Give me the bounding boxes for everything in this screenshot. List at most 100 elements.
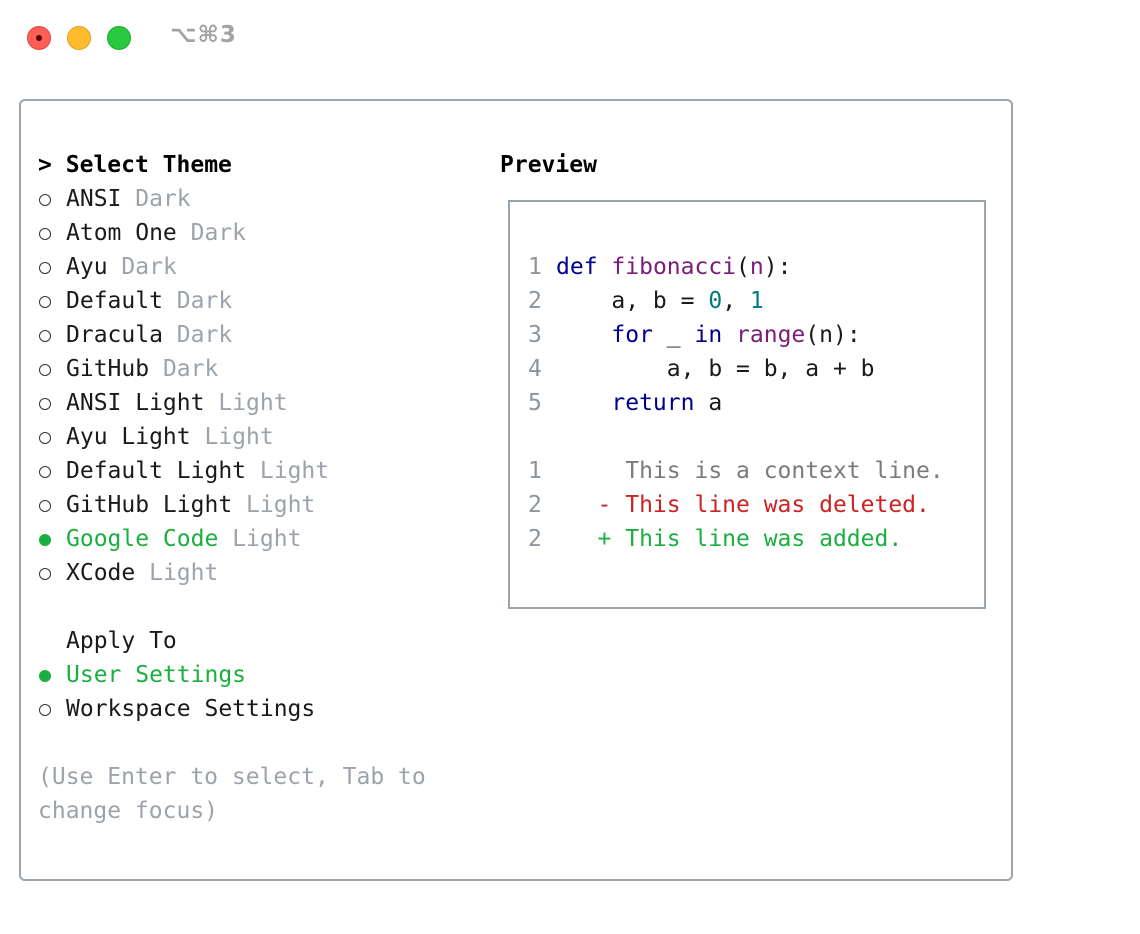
radio-button[interactable] bbox=[38, 386, 66, 420]
code-token: a, b = bbox=[556, 288, 709, 314]
theme-name: GitHub bbox=[66, 356, 150, 382]
code-token: n bbox=[749, 254, 764, 280]
theme-option[interactable]: Ayu Dark bbox=[38, 250, 177, 284]
diff-added-text: + This line was added. bbox=[556, 526, 903, 552]
code-token: 1 bbox=[749, 288, 764, 314]
line-number: 2 bbox=[528, 526, 542, 552]
radio-button[interactable] bbox=[38, 284, 66, 318]
theme-option[interactable]: Dracula Dark bbox=[38, 318, 232, 352]
code-token bbox=[598, 254, 612, 280]
code-token: in bbox=[694, 322, 723, 348]
code-token: , bbox=[722, 288, 750, 314]
diff-context-text: This is a context line. bbox=[556, 458, 944, 484]
theme-name: Ayu bbox=[66, 254, 108, 280]
theme-kind: Dark bbox=[135, 186, 191, 212]
line-number: 5 bbox=[528, 390, 542, 416]
radio-empty-icon bbox=[39, 398, 51, 410]
theme-option[interactable]: ANSI Light Light bbox=[38, 386, 288, 420]
radio-button[interactable] bbox=[38, 692, 66, 726]
theme-option[interactable]: Atom One Dark bbox=[38, 216, 246, 250]
code-token: fibonacci bbox=[611, 254, 737, 280]
theme-option[interactable]: Ayu Light Light bbox=[38, 420, 274, 454]
radio-empty-icon bbox=[39, 432, 51, 444]
theme-name: Dracula bbox=[66, 322, 163, 348]
theme-option[interactable]: GitHub Light Light bbox=[38, 488, 315, 522]
radio-button[interactable] bbox=[38, 318, 66, 352]
select-theme-title: Select Theme bbox=[65, 152, 232, 178]
radio-button[interactable] bbox=[38, 522, 66, 556]
diff-deleted-text: - This line was deleted. bbox=[556, 492, 930, 518]
theme-option[interactable]: XCode Light bbox=[38, 556, 218, 590]
theme-name: Ayu Light bbox=[66, 424, 191, 450]
code-token: range bbox=[736, 322, 806, 348]
theme-option[interactable]: ANSI Dark bbox=[38, 182, 191, 216]
apply-to-option[interactable]: Workspace Settings bbox=[38, 692, 315, 726]
radio-button[interactable] bbox=[38, 454, 66, 488]
radio-button[interactable] bbox=[38, 352, 66, 386]
theme-kind: Light bbox=[204, 424, 274, 450]
radio-button[interactable] bbox=[38, 420, 66, 454]
theme-dialog bbox=[19, 99, 1013, 881]
radio-empty-icon bbox=[39, 704, 51, 716]
theme-name: ANSI Light bbox=[66, 390, 205, 416]
code-token: ): bbox=[763, 254, 792, 280]
radio-empty-icon bbox=[39, 568, 51, 580]
code-token: 0 bbox=[708, 288, 723, 314]
radio-empty-icon bbox=[39, 466, 51, 478]
theme-option[interactable]: Google Code Light bbox=[38, 522, 301, 556]
apply-to-option[interactable]: User Settings bbox=[38, 658, 246, 692]
help-text-line-2: change focus) bbox=[38, 798, 219, 824]
theme-kind: Light bbox=[149, 560, 219, 586]
minimize-window-button[interactable] bbox=[67, 26, 91, 50]
theme-name: XCode bbox=[66, 560, 136, 586]
radio-button[interactable] bbox=[38, 556, 66, 590]
theme-option[interactable]: Default Dark bbox=[38, 284, 232, 318]
apply-to-heading: Apply To bbox=[66, 628, 177, 654]
theme-option[interactable]: GitHub Dark bbox=[38, 352, 218, 386]
apply-to-label: Workspace Settings bbox=[66, 696, 316, 722]
code-token: _ bbox=[652, 322, 695, 348]
radio-filled-icon bbox=[39, 670, 51, 682]
focus-cursor: > bbox=[38, 152, 52, 178]
code-token: ( bbox=[736, 254, 750, 280]
theme-kind: Light bbox=[246, 492, 316, 518]
theme-name: GitHub Light bbox=[66, 492, 233, 518]
preview-panel bbox=[508, 200, 986, 609]
radio-button[interactable] bbox=[38, 216, 66, 250]
close-window-button[interactable] bbox=[27, 26, 51, 50]
radio-button[interactable] bbox=[38, 250, 66, 284]
code-line: 3 for _ in range(n): bbox=[528, 318, 861, 352]
theme-kind: Light bbox=[232, 526, 302, 552]
diff-line: 2 - This line was deleted. bbox=[528, 488, 930, 522]
theme-list-heading: > Select Theme bbox=[38, 148, 232, 182]
radio-empty-icon bbox=[39, 228, 51, 240]
theme-name: Default Light bbox=[66, 458, 247, 484]
line-number: 1 bbox=[528, 458, 542, 484]
diff-line: 2 + This line was added. bbox=[528, 522, 902, 556]
diff-line: 1 This is a context line. bbox=[528, 454, 944, 488]
radio-empty-icon bbox=[39, 364, 51, 376]
help-text-line-1: (Use Enter to select, Tab to bbox=[38, 764, 426, 790]
theme-name: Atom One bbox=[66, 220, 177, 246]
radio-empty-icon bbox=[39, 330, 51, 342]
theme-kind: Dark bbox=[176, 322, 233, 348]
line-number: 3 bbox=[528, 322, 542, 348]
code-token: a bbox=[694, 390, 723, 416]
line-number: 1 bbox=[528, 254, 542, 280]
radio-button[interactable] bbox=[38, 182, 66, 216]
code-token bbox=[556, 322, 611, 348]
radio-button[interactable] bbox=[38, 488, 66, 522]
theme-kind: Dark bbox=[121, 254, 177, 280]
maximize-window-button[interactable] bbox=[107, 26, 131, 50]
theme-option[interactable]: Default Light Light bbox=[38, 454, 329, 488]
code-token bbox=[556, 390, 611, 416]
radio-filled-icon bbox=[39, 534, 51, 546]
radio-button[interactable] bbox=[38, 658, 66, 692]
code-token: a, b = b, a + b bbox=[556, 356, 875, 382]
radio-empty-icon bbox=[39, 296, 51, 308]
code-line: 4 a, b = b, a + b bbox=[528, 352, 875, 386]
theme-name: Default bbox=[66, 288, 163, 314]
code-token: for bbox=[611, 322, 653, 348]
code-token: (n): bbox=[805, 322, 861, 348]
radio-empty-icon bbox=[39, 194, 51, 206]
